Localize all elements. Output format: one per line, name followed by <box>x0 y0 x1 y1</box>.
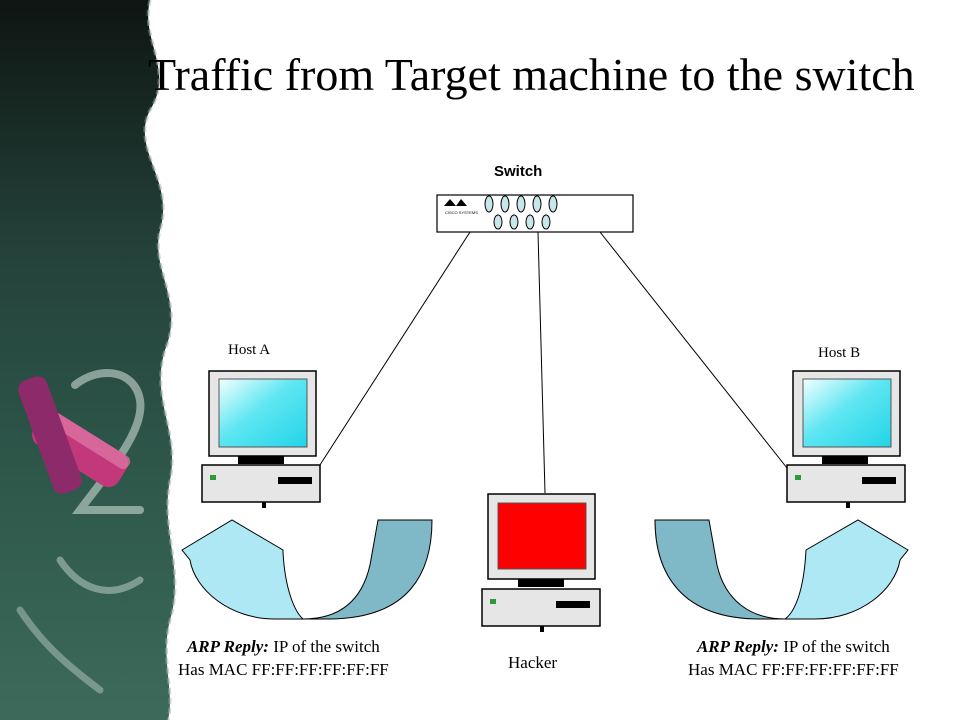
hacker-computer <box>481 493 601 632</box>
chalkboard-decoration <box>0 0 177 720</box>
right-arp-caption: ARP Reply: IP of the switch Has MAC FF:F… <box>688 635 899 681</box>
left-arp-caption: ARP Reply: IP of the switch Has MAC FF:F… <box>178 635 389 681</box>
link-host-b <box>599 231 788 469</box>
left-arp-caption-line2: Has MAC FF:FF:FF:FF:FF:FF <box>178 660 389 679</box>
left-arp-caption-rest: IP of the switch <box>268 637 380 656</box>
right-arp-caption-bold: ARP Reply: <box>696 637 779 656</box>
host-a-label: Host A <box>228 342 271 358</box>
right-arp-caption-line1: ARP Reply: IP of the switch <box>688 635 899 658</box>
switch-brand-text: CISCO SYSTEMS <box>445 210 478 215</box>
link-hacker <box>537 231 546 494</box>
switch-device: CISCO SYSTEMS <box>436 194 634 233</box>
hacker-label: Hacker <box>508 653 558 672</box>
switch-label: Switch <box>494 163 543 180</box>
right-arp-caption-line2: Has MAC FF:FF:FF:FF:FF:FF <box>688 660 899 679</box>
right-arp-caption-rest: IP of the switch <box>778 637 890 656</box>
host-b-label: Host B <box>818 345 861 361</box>
chalk-stick-purple <box>18 376 82 494</box>
left-arc-arrow <box>181 519 433 620</box>
host-b-computer <box>786 370 906 508</box>
connection-lines <box>317 231 788 494</box>
left-arp-caption-bold: ARP Reply: <box>186 637 269 656</box>
link-host-a <box>317 231 471 469</box>
right-arc-arrow <box>654 519 909 620</box>
host-a-computer <box>201 370 321 508</box>
slide-title: Traffic from Target machine to the switc… <box>148 49 915 100</box>
left-arp-caption-line1: ARP Reply: IP of the switch <box>178 635 389 658</box>
